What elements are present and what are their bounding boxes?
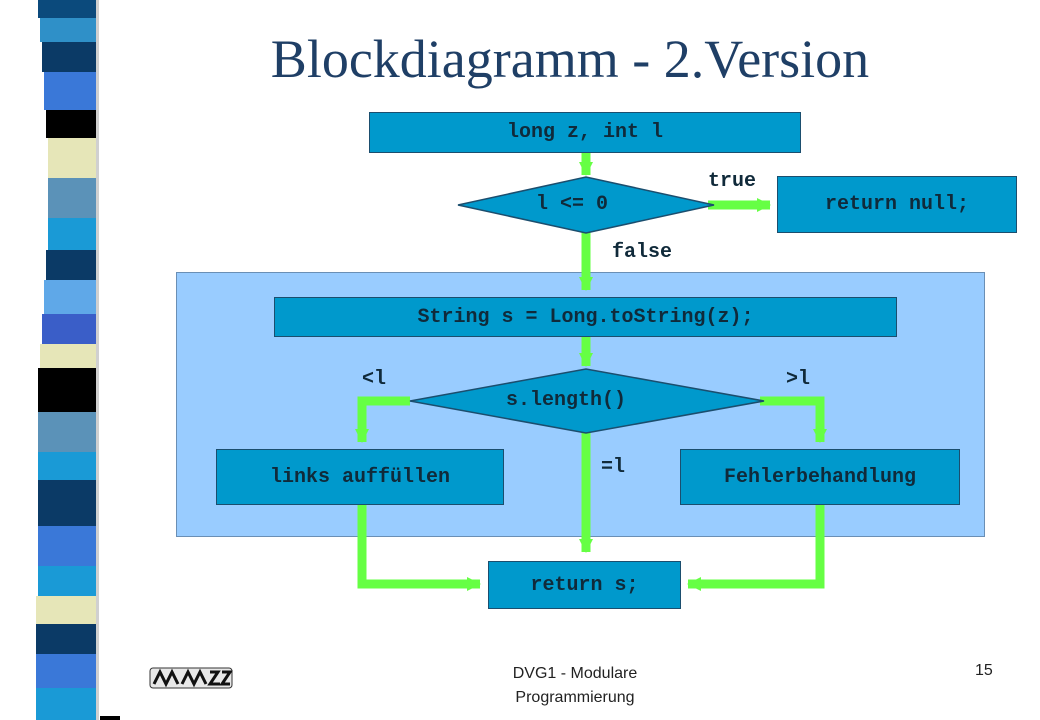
- page-number: 15: [975, 662, 993, 679]
- edge-label-greater: >l: [786, 368, 811, 391]
- declare-box: long z, int l: [369, 112, 801, 153]
- decision-l-check-label: l <= 0: [536, 193, 609, 216]
- footer-course-title: DVG1 - Modulare Programmierung: [512, 665, 638, 706]
- decision-length-label: s.length(): [506, 389, 627, 412]
- decorative-stripe-bar: [0, 0, 120, 720]
- decision-diamond-length: [409, 368, 765, 434]
- stripe-blocks: [0, 0, 120, 720]
- pad-left-box: links auffüllen: [216, 449, 504, 505]
- edge-label-equal: =l: [601, 456, 626, 479]
- decision-diamond-l-check: [457, 176, 715, 234]
- edge-label-false: false: [612, 241, 673, 264]
- error-handling-box: Fehlerbehandlung: [680, 449, 960, 505]
- arrow-error-to-return: [687, 505, 825, 591]
- edge-label-true: true: [708, 170, 757, 193]
- institute-logo: [149, 667, 233, 689]
- return-s-box: return s;: [488, 561, 681, 609]
- edge-label-less: <l: [362, 368, 387, 391]
- tostring-box: String s = Long.toString(z);: [274, 297, 897, 337]
- return-null-box: return null;: [777, 176, 1017, 233]
- arrow-greater-to-error: [760, 396, 827, 443]
- arrow-less-to-pad: [355, 396, 410, 443]
- arrow-pad-to-return: [357, 505, 481, 591]
- slide-title: Blockdiagramm - 2.Version: [270, 29, 870, 89]
